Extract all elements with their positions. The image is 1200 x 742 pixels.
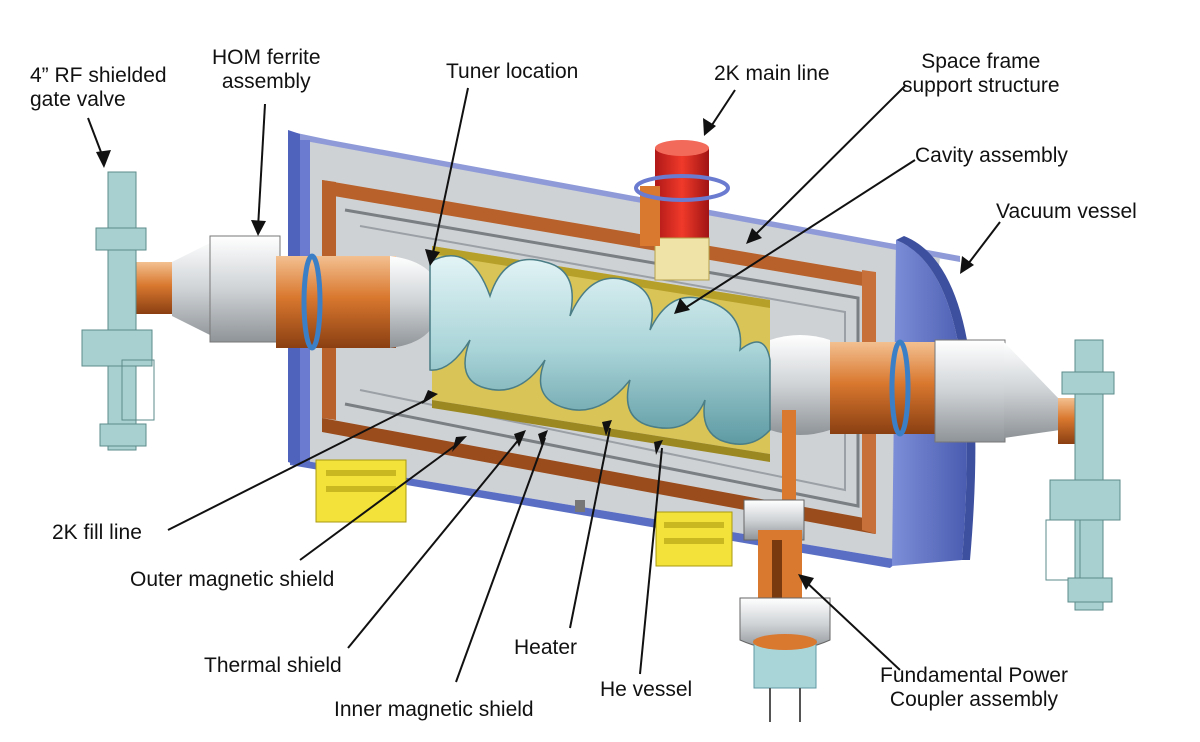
label-he-vessel: He vessel (600, 678, 693, 701)
leader-outer-shield (299, 441, 461, 561)
label-hom-line1: HOM ferrite (212, 46, 321, 69)
label-coupler-line2: Coupler assembly (889, 688, 1058, 711)
leader-space-frame (751, 85, 906, 239)
label-space-frame-line2: support structure (902, 74, 1060, 97)
leader-vacuum-vessel (964, 221, 1001, 269)
label-main-line: 2K main line (714, 62, 830, 85)
label-gate-valve: 4” RF shielded gate valve (30, 64, 167, 112)
leader-thermal-shield (347, 437, 521, 649)
leader-coupler (803, 579, 901, 671)
label-tuner-location: Tuner location (446, 60, 579, 83)
label-space-frame-line1: Space frame (921, 50, 1041, 73)
gate-valve-left (81, 171, 155, 451)
label-gate-valve-line2: gate valve (30, 88, 126, 111)
label-heater: Heater (514, 636, 578, 659)
callout-leaders (87, 85, 1001, 683)
power-coupler (739, 410, 831, 722)
leader-he-vessel (639, 447, 663, 675)
leader-cavity (681, 159, 916, 311)
callout-arrowheads (96, 118, 974, 590)
label-vacuum-vessel: Vacuum vessel (996, 200, 1137, 223)
cavity-assembly (429, 255, 771, 445)
beam-pipe (134, 235, 1102, 444)
leader-tuner (431, 87, 469, 259)
label-outer-shield: Outer magnetic shield (130, 568, 335, 591)
gate-valve-right (1045, 339, 1121, 611)
leader-fill-line (167, 397, 431, 531)
leader-main-line (709, 89, 736, 129)
label-gate-valve-line1: 4” RF shielded (30, 64, 167, 87)
label-fill-line: 2K fill line (52, 521, 142, 544)
main-line (634, 140, 730, 281)
label-coupler-line1: Fundamental Power (880, 664, 1068, 687)
leader-inner-shield (455, 437, 546, 683)
label-hom-ferrite: HOM ferrite assembly (212, 46, 321, 94)
label-hom-line2: assembly (221, 70, 311, 93)
label-thermal-shield: Thermal shield (204, 654, 342, 677)
label-cavity-assembly: Cavity assembly (915, 144, 1068, 167)
label-power-coupler: Fundamental Power Coupler assembly (880, 664, 1068, 712)
support-legs (315, 459, 733, 567)
label-space-frame: Space frame support structure (902, 50, 1060, 98)
label-inner-shield: Inner magnetic shield (334, 698, 534, 721)
leader-hom (257, 103, 266, 229)
leader-heater (569, 427, 611, 629)
